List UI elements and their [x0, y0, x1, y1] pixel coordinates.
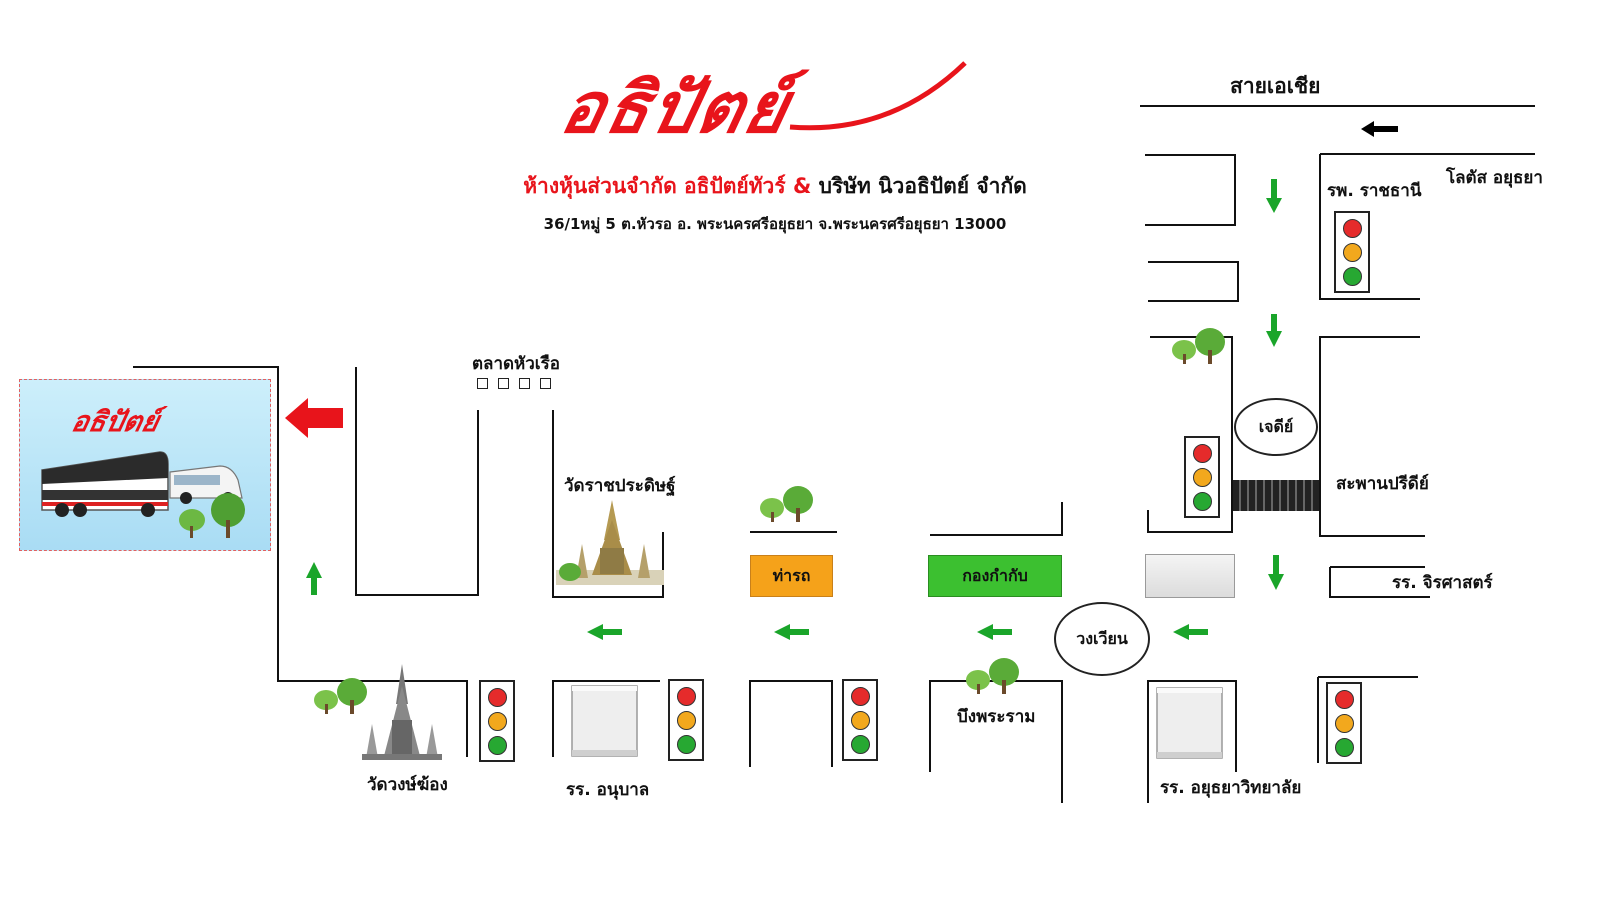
bus-station-box: ท่ารถ [750, 555, 833, 597]
bridge-icon [1233, 480, 1319, 511]
asia-road-label: สายเอเชีย [1230, 74, 1321, 98]
tree-icon [314, 678, 367, 714]
building-icon [1156, 687, 1223, 759]
traffic-light-icon [479, 680, 515, 762]
traffic-light-icon [1334, 211, 1370, 293]
wat-wong-khong-label: วัดวงษ์ฆ้อง [367, 775, 448, 795]
tree-icon [966, 658, 1019, 694]
ratchathani-hospital-label: รพ. ราชธานี [1327, 181, 1422, 201]
building-icon [571, 685, 638, 757]
building-box [1145, 554, 1235, 598]
company-card: อธิปัตย์ [19, 379, 271, 551]
lotus-label: โลตัส อยุธยา [1446, 168, 1543, 188]
logo-swoosh [789, 61, 967, 131]
jirasat-school-label: รร. จิรศาสตร์ [1392, 573, 1493, 593]
ayutthaya-school-label: รร. อยุธยาวิทยาลัย [1160, 778, 1302, 798]
chedi-label: เจดีย์ [1258, 417, 1294, 436]
tree-icon [760, 486, 813, 522]
arrow-up-icon [306, 562, 322, 595]
arrow-black-left-icon [1361, 121, 1398, 137]
arrow-left-icon [1173, 624, 1208, 640]
garrison-box: กองกำกับ [928, 555, 1062, 597]
arrow-down-icon [1266, 314, 1282, 347]
card-illustration [41, 451, 245, 538]
chedi-marker: เจดีย์ [1234, 398, 1318, 456]
wat-ratchapradit-label: วัดราชประดิษฐ์ [564, 476, 676, 496]
traffic-light-icon [1326, 682, 1362, 764]
bus-station-label: ท่ารถ [772, 566, 811, 585]
bueng-phra-ram-label: บึงพระราม [957, 707, 1036, 727]
market-label: ตลาดหัวเรือ [472, 354, 560, 374]
arrow-left-icon [587, 624, 622, 640]
arrow-left-icon [774, 624, 809, 640]
market-stall-icon [477, 378, 488, 389]
company-name-part1: ห้างหุ้นส่วนจำกัด อธิปัตย์ทัวร์ & [523, 174, 812, 198]
temple-icon [556, 500, 664, 585]
preedee-bridge-label: สะพานปรีดีย์ [1336, 474, 1429, 494]
anuban-school-label: รร. อนุบาล [566, 780, 650, 800]
bridge-stripes [1239, 480, 1313, 511]
arrow-down-icon [1268, 555, 1284, 590]
market-stall-icon [519, 378, 530, 389]
tree-icon [179, 493, 245, 538]
arrow-red-left-icon [285, 398, 343, 438]
market-stall-icon [498, 378, 509, 389]
company-name-part2: บริษัท นิวอธิปัตย์ จำกัด [818, 174, 1027, 198]
arrow-left-icon [977, 624, 1012, 640]
traffic-light-icon [1184, 436, 1220, 518]
roundabout-label: วงเวียน [1076, 629, 1128, 648]
company-name: ห้างหุ้นส่วนจำกัด อธิปัตย์ทัวร์ & บริษัท… [480, 170, 1070, 203]
traffic-light-icon [842, 679, 878, 761]
temple-icon [362, 664, 442, 760]
company-address: 36/1หมู่ 5 ต.หัวรอ อ. พระนครศรีอยุธยา จ.… [543, 215, 1007, 233]
arrow-down-icon [1266, 179, 1282, 213]
bus-icon [41, 451, 169, 517]
garrison-label: กองกำกับ [962, 566, 1028, 585]
traffic-light-icon [668, 679, 704, 761]
market-stall-icon [540, 378, 551, 389]
tree-icon [1172, 328, 1225, 364]
roundabout-marker: วงเวียน [1054, 602, 1150, 676]
